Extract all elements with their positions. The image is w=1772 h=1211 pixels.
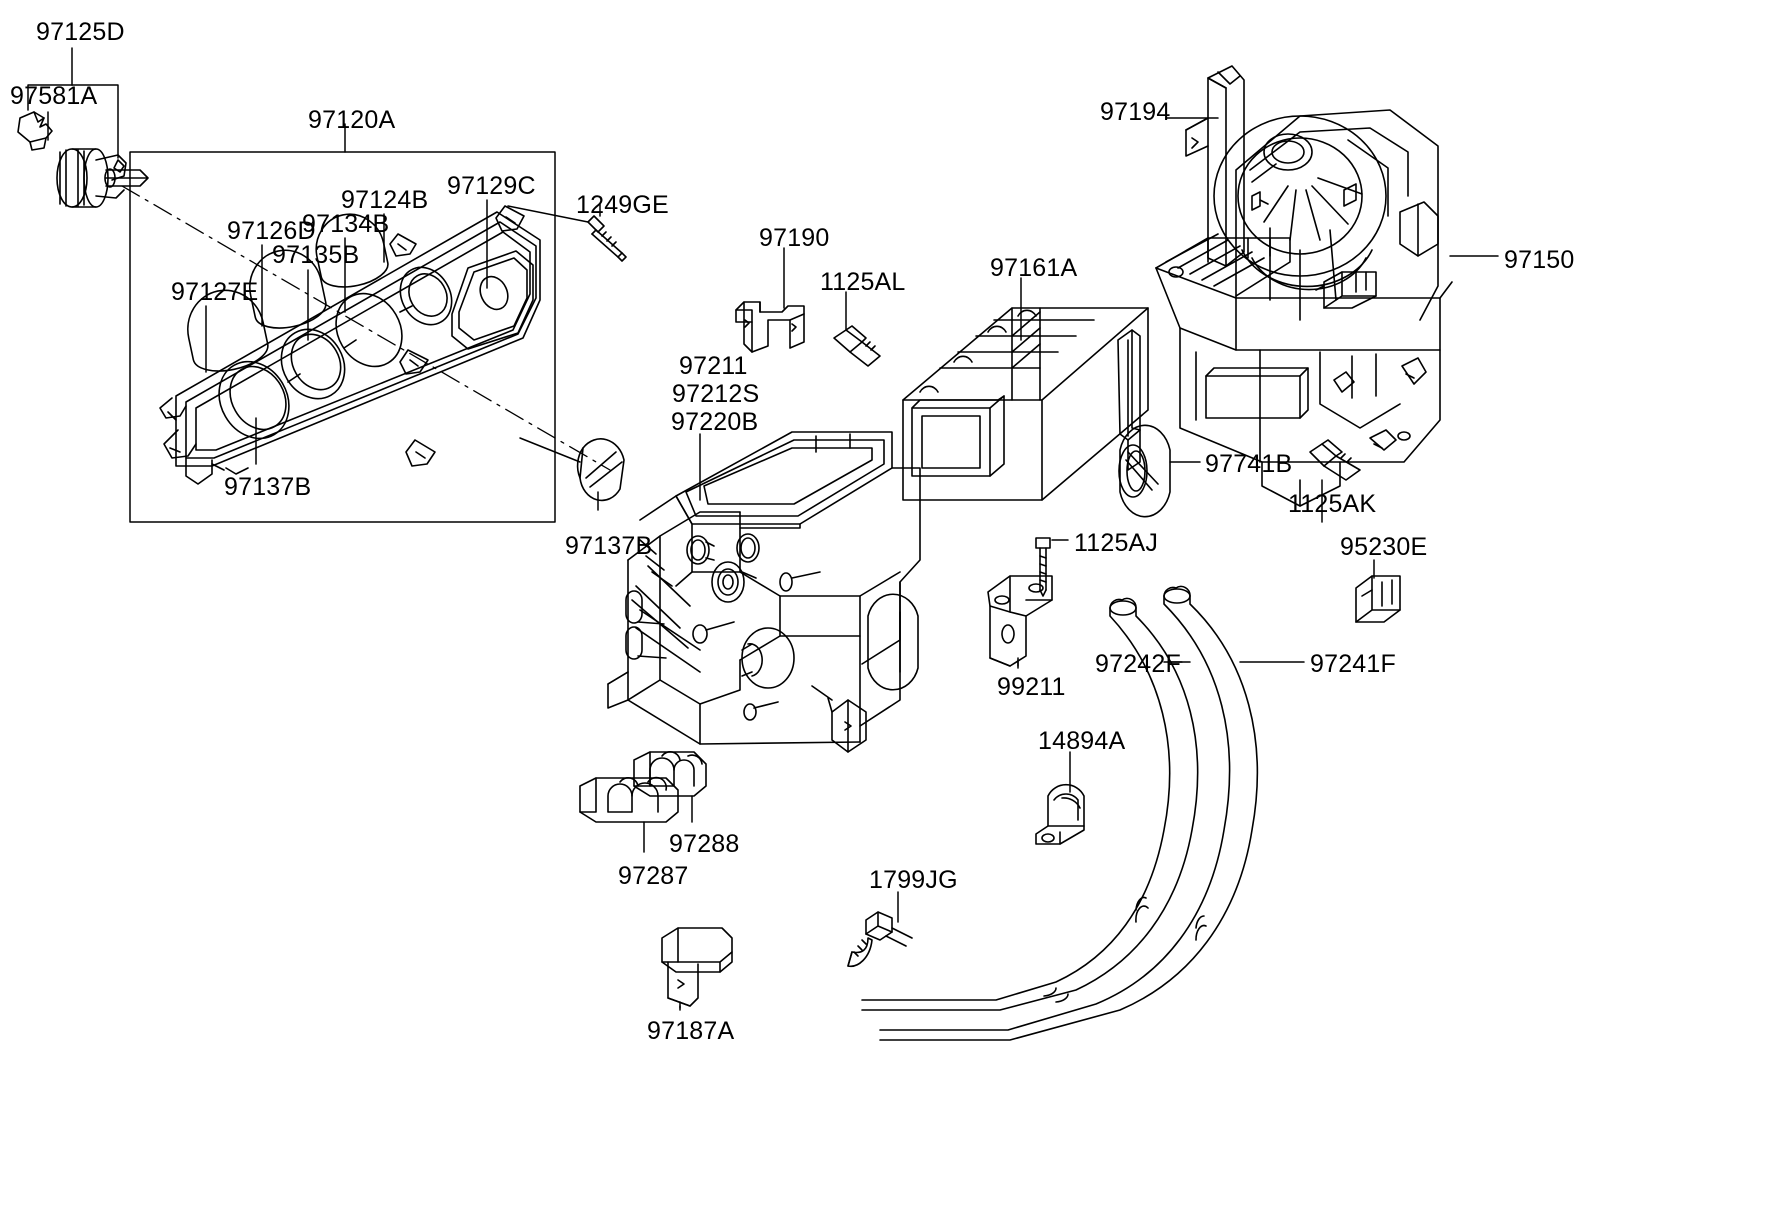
part-1125AL-bolt (833, 325, 881, 367)
part-14894A-clamp (1035, 783, 1085, 845)
part-97137B-cap (576, 438, 625, 502)
part-label-97194: 97194 (1100, 98, 1171, 126)
leader-1249GE (507, 203, 601, 223)
part-97581A-clip (17, 111, 53, 151)
part-label-97137B-cap: 97137B (565, 532, 653, 560)
part-label-97134B: 97134B (302, 210, 390, 238)
leader-97137B-cap (519, 437, 599, 511)
part-label-97120A: 97120A (308, 106, 396, 134)
part-label-1125AK: 1125AK (1288, 490, 1377, 518)
part-label-95230E: 95230E (1340, 533, 1428, 561)
part-label-97125D: 97125D (36, 18, 125, 46)
part-label-97127E: 97127E (171, 278, 259, 306)
part-label-14894A: 14894A (1038, 727, 1126, 755)
part-label-97150: 97150 (1504, 246, 1575, 274)
part-97741B-grommet (1118, 424, 1171, 518)
part-97194-duct-bracket (1185, 65, 1245, 267)
part-1125AJ-screw (1035, 537, 1051, 597)
part-1125AK-bolt (1309, 439, 1361, 481)
part-label-97741B: 97741B (1205, 450, 1293, 478)
part-label-97288: 97288 (669, 830, 740, 858)
part-label-97187A: 97187A (647, 1017, 735, 1045)
part-label-97124B: 97124B (341, 186, 429, 214)
part-97120A-group-box (129, 123, 556, 523)
part-95230E-relay (1355, 575, 1401, 623)
part-label-97241F: 97241F (1310, 650, 1396, 678)
part-1249GE-screw (587, 215, 627, 262)
part-label-97135B: 97135B (272, 241, 360, 269)
part-label-1125AJ: 1125AJ (1074, 529, 1159, 557)
part-label-1799JG: 1799JG (869, 866, 958, 894)
axis-dash-dot (121, 185, 611, 471)
part-label-97161A: 97161A (990, 254, 1078, 282)
part-99211-bracket (987, 575, 1053, 667)
part-1799JG-cable-tie (847, 911, 913, 967)
part-97190-bracket (735, 301, 805, 353)
part-label-97126D: 97126D (227, 217, 316, 245)
part-label-97242F: 97242F (1095, 650, 1181, 678)
part-label-97190: 97190 (759, 224, 830, 252)
part-label-97287: 97287 (618, 862, 689, 890)
part-97241F-97242F-hoses (861, 585, 1259, 1041)
part-label-97129C: 97129C (447, 172, 536, 200)
part-97288-clip-double (633, 751, 707, 797)
part-label-1125AL: 1125AL (820, 268, 906, 296)
part-97187A-clip (661, 927, 733, 1007)
leader-lines-panel (205, 199, 488, 465)
part-label-1249GE: 1249GE (576, 191, 669, 219)
part-label-97137B-panel: 97137B (224, 473, 312, 501)
part-97125D-cable-assembly (56, 148, 149, 208)
part-label-97211: 97211 (679, 352, 748, 380)
part-97287-clip-single (579, 776, 679, 823)
part-label-97220B: 97220B (671, 408, 759, 436)
part-label-97212S: 97212S (672, 380, 760, 408)
part-97211-heater-case (607, 431, 921, 753)
part-label-99211: 99211 (997, 673, 1066, 701)
part-label-97581A: 97581A (10, 82, 98, 110)
part-97150-blower-unit (1155, 109, 1453, 507)
part-97161A-heater-core (902, 307, 1149, 501)
